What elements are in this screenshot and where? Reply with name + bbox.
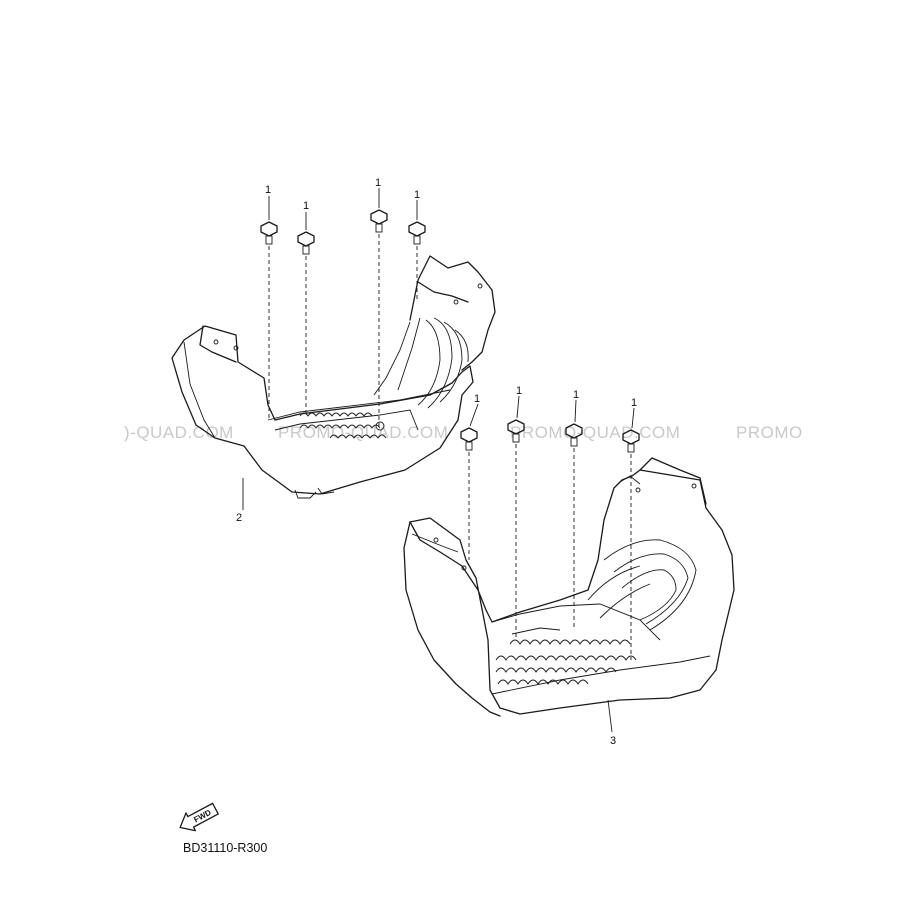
callout-bolt: 1 [631, 397, 637, 409]
assembly-lines [268, 234, 632, 660]
callout-bolt: 1 [474, 393, 480, 405]
callout-bolt: 1 [303, 200, 309, 212]
bolt-icon [260, 221, 278, 245]
watermark-segment: PROMO [736, 423, 803, 442]
callout-bolt: 1 [414, 189, 420, 201]
bolt-icon [370, 209, 388, 233]
watermark: )-QUAD.COM PROMO-QUAD.COM PROMO-QUAD.COM… [124, 423, 803, 442]
callouts: 1 1 1 1 1 1 1 1 2 3 [236, 177, 637, 747]
bolt-icon [297, 231, 315, 255]
bolts [260, 209, 640, 453]
callout-bolt: 1 [516, 385, 522, 397]
callout-right-footrest: 3 [610, 735, 616, 747]
callout-bolt: 1 [573, 389, 579, 401]
watermark-segment: PROMO-QUAD.COM [278, 423, 448, 442]
bolt-icon [460, 427, 478, 451]
fwd-arrow-icon: FWD [179, 802, 219, 832]
left-footrest [171, 255, 496, 499]
watermark-segment: PROMO-QUAD.COM [510, 423, 680, 442]
bolt-icon [622, 429, 640, 453]
diagram-code: BD31110-R300 [183, 841, 267, 855]
right-footrest [403, 457, 735, 717]
bolt-icon [507, 419, 525, 443]
callout-bolt: 1 [265, 184, 271, 196]
bolt-icon [408, 221, 426, 245]
callout-leaders [242, 188, 635, 733]
bolt-icon [565, 423, 583, 447]
callout-left-footrest: 2 [236, 512, 242, 524]
callout-bolt: 1 [375, 177, 381, 189]
watermark-segment: )-QUAD.COM [124, 423, 234, 442]
